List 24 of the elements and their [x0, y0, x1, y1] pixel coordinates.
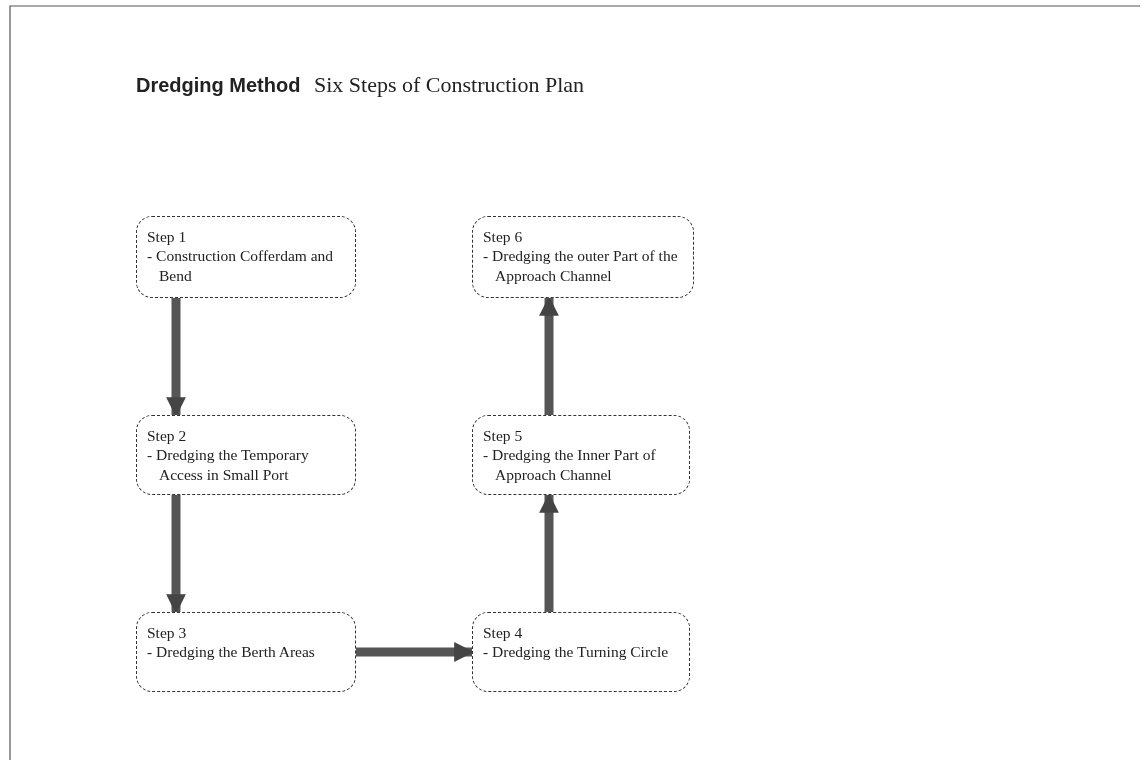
block-arrow [356, 642, 474, 662]
block-arrow [539, 296, 559, 415]
step-heading: Step 5 [483, 426, 524, 446]
step-box [136, 216, 356, 298]
step-description: - Dredging the Temporary Access in Small Port [147, 445, 310, 485]
step-description: - Construction Cofferdam and Bend [147, 246, 335, 286]
step-description: - Dredging the outer Part of the Approach Channel [483, 246, 679, 286]
step-box [136, 415, 356, 495]
step-heading: Step 3 [147, 623, 188, 643]
step-box [472, 415, 690, 495]
block-arrow [166, 298, 186, 417]
step-description: - Dredging the Inner Part of Approach Channel [483, 445, 657, 485]
step-heading: Step 1 [147, 227, 188, 247]
step-box [136, 612, 356, 692]
diagram-title: Dredging Method Six Steps of Construction Plan [136, 72, 585, 98]
block-arrow [539, 493, 559, 612]
step-box [472, 216, 694, 298]
step-heading: Step 4 [483, 623, 524, 643]
step-heading: Step 2 [147, 426, 188, 446]
step-heading: Step 6 [483, 227, 524, 247]
step-box [472, 612, 690, 692]
step-description: - Dredging the Turning Circle [483, 642, 670, 662]
step-description: - Dredging the Berth Areas [147, 642, 316, 662]
block-arrow [166, 495, 186, 614]
